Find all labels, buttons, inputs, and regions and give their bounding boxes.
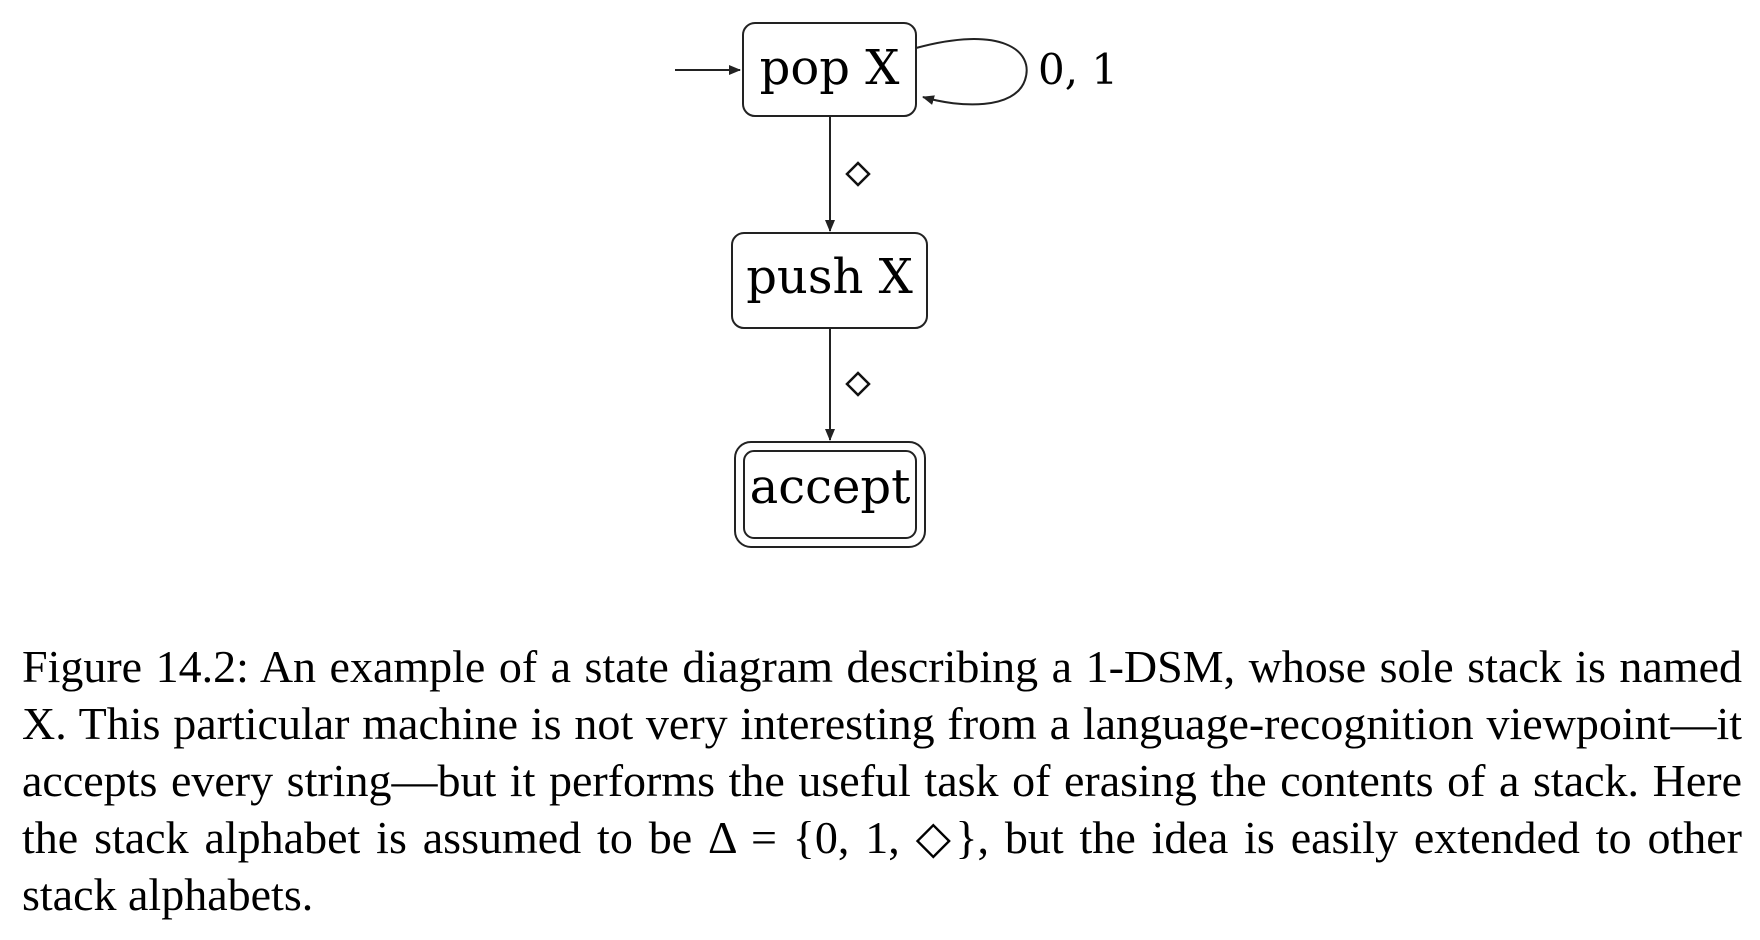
self-loop-edge xyxy=(915,38,1028,106)
figure-caption: Figure 14.2: An example of a state diagr… xyxy=(22,641,1742,920)
state-accept: accept xyxy=(734,441,926,548)
self-loop-label: 0, 1 xyxy=(1038,45,1118,94)
state-accept-label: accept xyxy=(750,459,911,515)
diamond-symbol-1 xyxy=(845,161,871,187)
state-push: push X xyxy=(731,232,928,329)
state-pop-label: pop X xyxy=(760,40,900,96)
state-pop: pop X xyxy=(742,22,917,117)
state-diagram: pop X 0, 1 push X accept xyxy=(675,22,1118,548)
state-push-label: push X xyxy=(746,249,913,305)
diamond-symbol-2 xyxy=(845,371,871,397)
